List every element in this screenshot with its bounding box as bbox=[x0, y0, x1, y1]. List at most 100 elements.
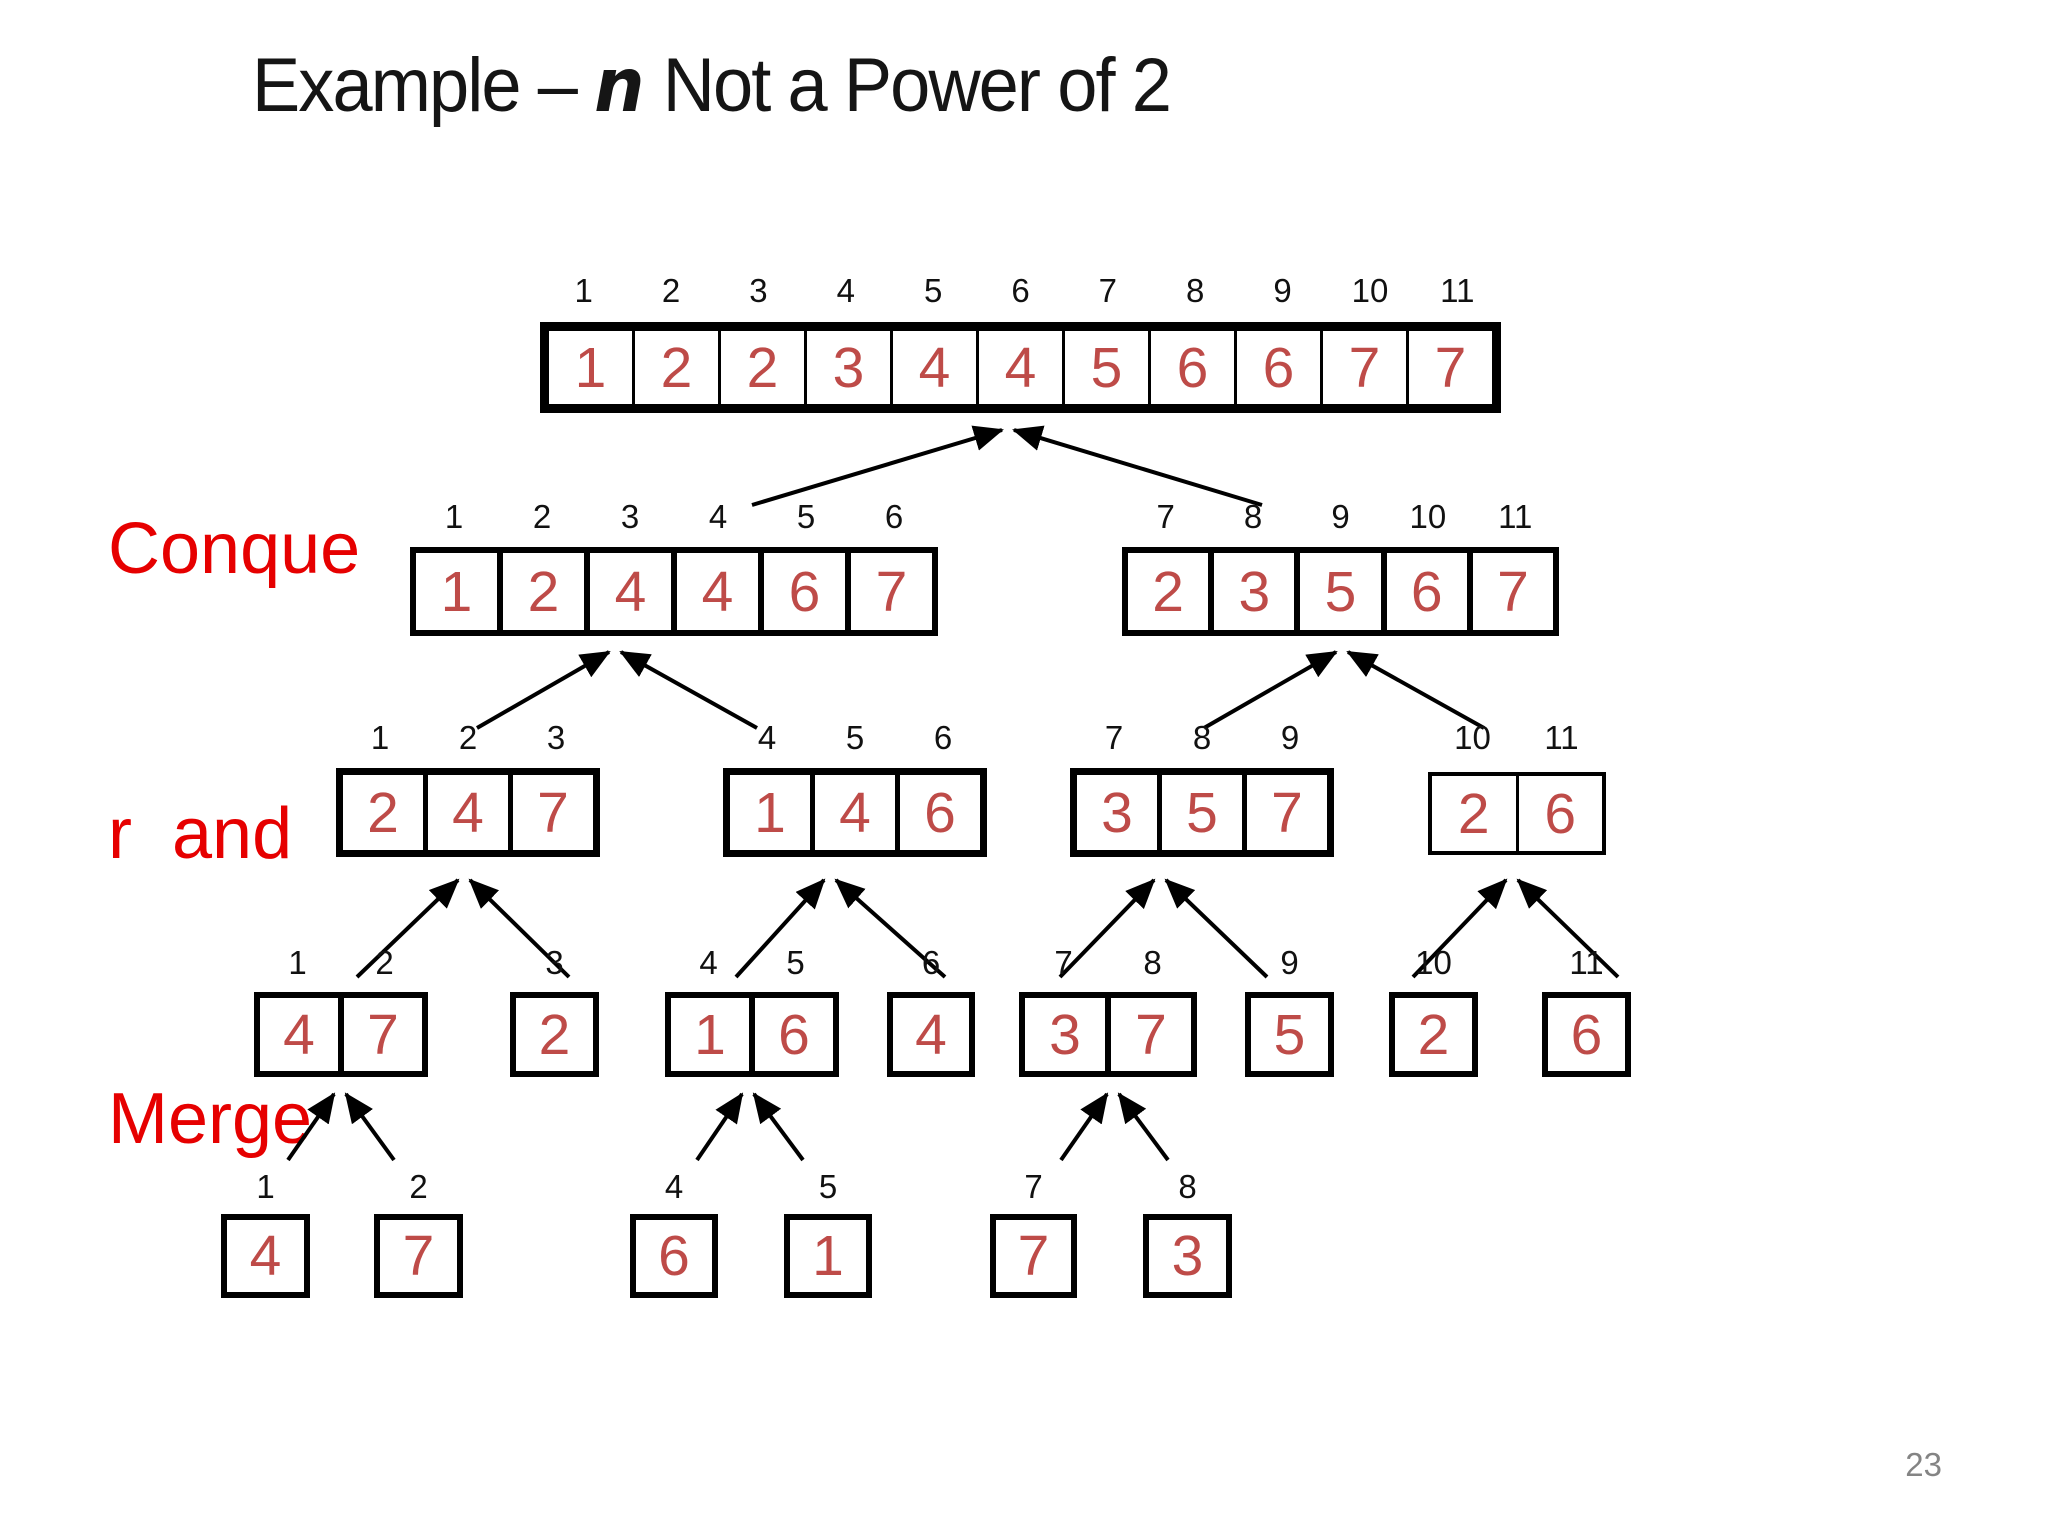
array-cell-index-10: 6 bbox=[1380, 553, 1467, 630]
array-cell-index-9: 6 bbox=[1234, 331, 1320, 404]
index-label-5: 5 bbox=[796, 498, 816, 535]
index-label-7: 7 bbox=[1024, 1168, 1043, 1205]
array-cell-index-1: 4 bbox=[249, 1224, 282, 1288]
array-cell-index-9: 5 bbox=[1273, 1002, 1306, 1067]
array-level4-idx9: 5 bbox=[1245, 992, 1334, 1077]
merge-arrow-2-left bbox=[476, 650, 611, 730]
array-cell-index-5: 4 bbox=[810, 775, 895, 850]
merge-arrow-5-right bbox=[834, 878, 947, 979]
index-label-4: 4 bbox=[699, 944, 718, 981]
merge-arrow-9-left bbox=[695, 1092, 744, 1162]
index-label-8: 8 bbox=[1186, 272, 1205, 309]
index-label-10: 10 bbox=[1454, 719, 1491, 756]
merge-arrow-1-left bbox=[751, 425, 1004, 507]
merge-arrow-1-right bbox=[1012, 425, 1263, 507]
index-label-11: 11 bbox=[1498, 498, 1533, 535]
merge-arrow-7-right bbox=[1516, 878, 1620, 979]
array-cell-index-2: 7 bbox=[338, 998, 422, 1071]
merge-arrow-6-right bbox=[1164, 878, 1269, 979]
array-cell-index-3: 4 bbox=[584, 553, 671, 630]
index-label-1: 1 bbox=[444, 498, 464, 535]
index-label-4: 4 bbox=[664, 1168, 684, 1205]
array-cell-index-1: 1 bbox=[574, 335, 607, 400]
index-label-2: 2 bbox=[661, 272, 681, 309]
index-label-5: 5 bbox=[786, 944, 805, 981]
index-label-4: 4 bbox=[836, 272, 855, 309]
merge-arrow-3-left bbox=[1203, 650, 1338, 730]
array-level4-idx11: 6 bbox=[1542, 992, 1631, 1077]
index-label-9: 9 bbox=[1280, 719, 1300, 756]
merge-arrow-4-right bbox=[468, 878, 571, 979]
index-label-4: 4 bbox=[757, 719, 777, 756]
array-cell-index-7: 3 bbox=[1049, 1002, 1081, 1067]
array-level5-idx5: 1 bbox=[784, 1214, 872, 1298]
index-label-3: 3 bbox=[620, 498, 640, 535]
array-cell-index-2: 4 bbox=[423, 775, 508, 850]
index-label-7: 7 bbox=[1104, 719, 1124, 756]
index-label-10: 10 bbox=[1409, 498, 1447, 535]
index-label-2: 2 bbox=[375, 944, 394, 981]
array-cell-index-8: 5 bbox=[1157, 775, 1242, 850]
array-cell-index-4: 6 bbox=[658, 1224, 690, 1288]
index-label-7: 7 bbox=[1098, 272, 1118, 309]
array-level5-idx4: 6 bbox=[630, 1214, 718, 1298]
array-cell-index-10: 2 bbox=[1417, 1002, 1450, 1067]
index-label-3: 3 bbox=[545, 944, 564, 981]
index-label-11: 11 bbox=[1544, 719, 1579, 756]
index-label-6: 6 bbox=[884, 498, 904, 535]
index-label-9: 9 bbox=[1331, 498, 1350, 535]
array-cell-index-8: 7 bbox=[1105, 998, 1191, 1071]
merge-arrow-8-right bbox=[344, 1092, 396, 1162]
array-cell-index-11: 7 bbox=[1466, 553, 1553, 630]
array-level5-idx7: 7 bbox=[990, 1214, 1077, 1298]
array-cell-index-4: 3 bbox=[804, 331, 890, 404]
array-cell-index-2: 2 bbox=[632, 331, 718, 404]
index-label-2: 2 bbox=[409, 1168, 428, 1205]
array-cell-index-1: 2 bbox=[367, 780, 399, 845]
array-cell-index-11: 6 bbox=[1570, 1002, 1603, 1067]
merge-arrow-8-left bbox=[286, 1092, 336, 1162]
array-cell-index-8: 3 bbox=[1171, 1224, 1204, 1288]
array-level4-idx6: 4 bbox=[887, 992, 975, 1077]
index-label-1: 1 bbox=[574, 272, 593, 309]
array-cell-index-4: 4 bbox=[671, 553, 758, 630]
array-cell-index-5: 1 bbox=[812, 1224, 844, 1288]
index-label-8: 8 bbox=[1143, 944, 1162, 981]
array-cell-index-4: 1 bbox=[694, 1002, 726, 1067]
array-cell-index-7: 2 bbox=[1152, 559, 1184, 624]
index-label-3: 3 bbox=[749, 272, 768, 309]
merge-arrow-10-right bbox=[1117, 1092, 1170, 1162]
index-label-7: 7 bbox=[1054, 944, 1073, 981]
array-level5-idx1: 4 bbox=[221, 1214, 310, 1298]
array-cell-index-4: 1 bbox=[754, 780, 786, 845]
index-label-1: 1 bbox=[288, 944, 307, 981]
array-cell-index-6: 6 bbox=[895, 775, 980, 850]
index-label-10: 10 bbox=[1351, 272, 1389, 309]
array-cell-index-9: 7 bbox=[1242, 775, 1327, 850]
array-cell-index-1: 1 bbox=[440, 559, 473, 624]
index-label-6: 6 bbox=[1011, 272, 1030, 309]
title-suffix: Not a Power of 2 bbox=[644, 43, 1172, 128]
array-cell-index-6: 7 bbox=[845, 553, 932, 630]
conquer-and-merge-label: Conque r and Merge bbox=[108, 312, 360, 1357]
array-cell-index-5: 4 bbox=[890, 331, 976, 404]
array-cell-index-6: 4 bbox=[915, 1002, 947, 1067]
array-cell-index-11: 7 bbox=[1406, 331, 1492, 404]
array-level4-idx3: 2 bbox=[510, 992, 599, 1077]
merge-arrow-9-right bbox=[752, 1092, 805, 1162]
array-cell-index-10: 7 bbox=[1320, 331, 1406, 404]
index-label-4: 4 bbox=[708, 498, 728, 535]
index-label-8: 8 bbox=[1243, 498, 1263, 535]
index-label-5: 5 bbox=[845, 719, 865, 756]
array-cell-index-8: 6 bbox=[1148, 331, 1234, 404]
array-cell-index-7: 5 bbox=[1062, 331, 1148, 404]
merge-arrow-6-left bbox=[1058, 878, 1156, 979]
merge-arrow-10-left bbox=[1059, 1092, 1109, 1162]
index-label-9: 9 bbox=[1273, 272, 1292, 309]
